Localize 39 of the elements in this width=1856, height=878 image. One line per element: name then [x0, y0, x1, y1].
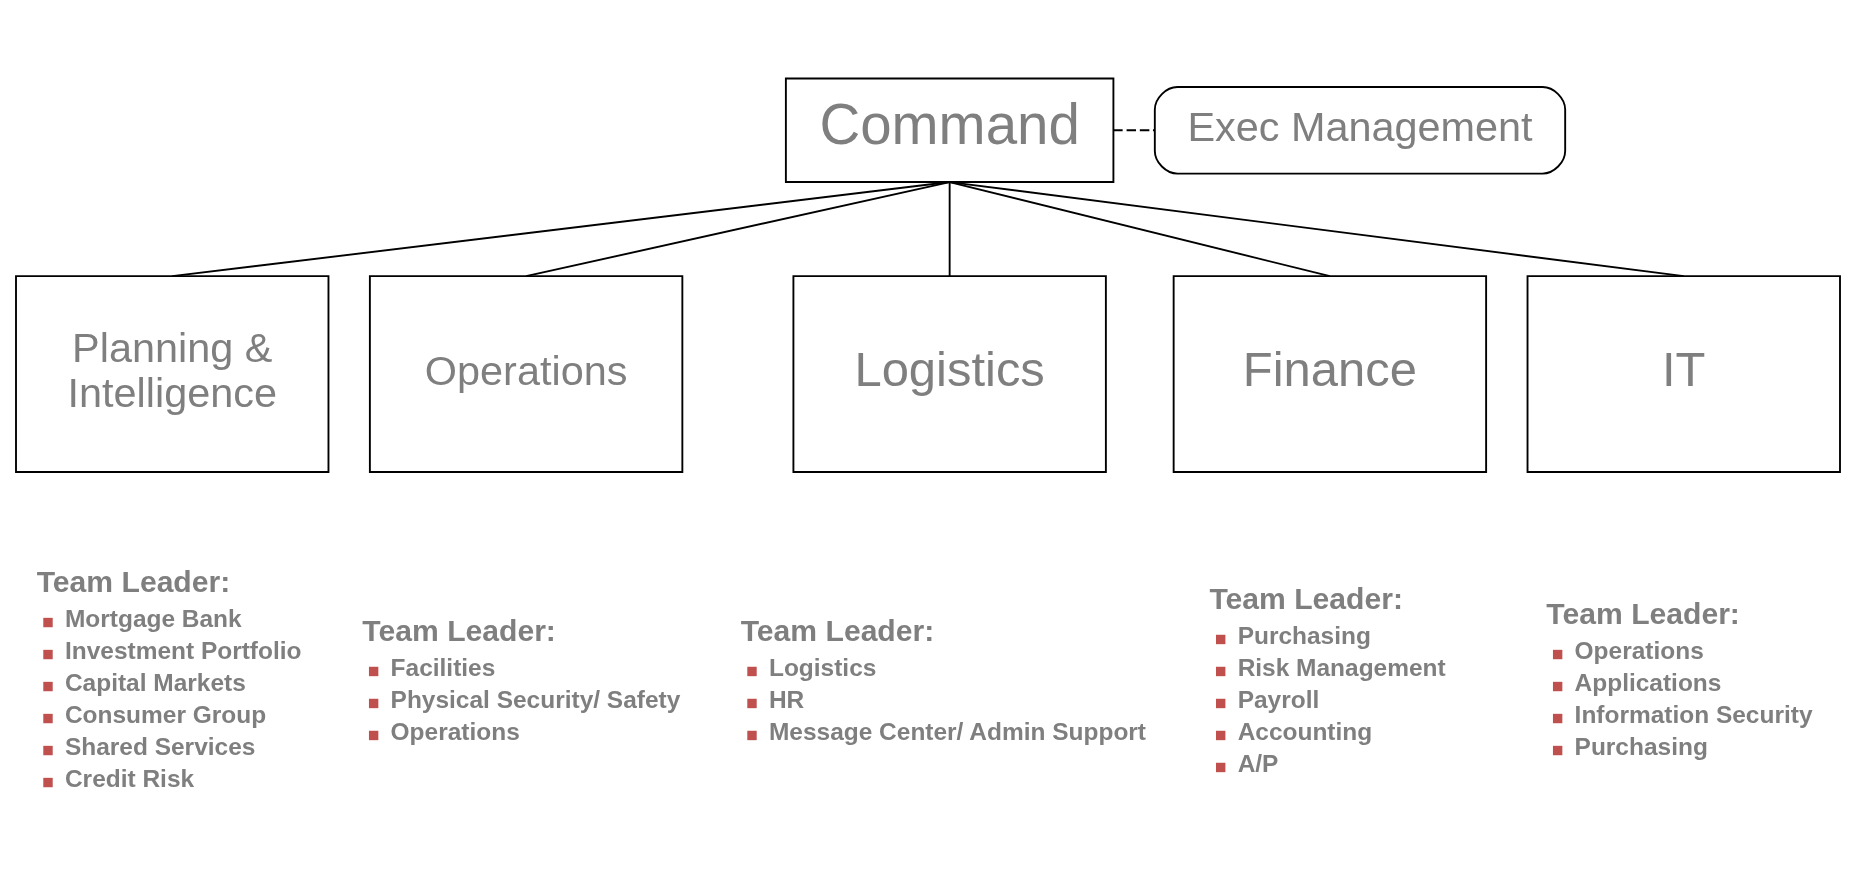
node-label: Information Security — [1574, 701, 1813, 729]
node-box: Command — [784, 77, 1115, 183]
node-box: Planning & Intelligence — [15, 275, 330, 473]
node-label: Team Leader: — [36, 565, 231, 599]
node-label: Capital Markets — [64, 669, 246, 697]
node-label: Message Center/ Admin Support — [768, 717, 1146, 745]
node-label: Team Leader: — [1546, 597, 1740, 631]
node-box: Finance — [1172, 275, 1488, 473]
node-label: Investment Portfolio — [64, 637, 302, 665]
connector — [948, 181, 951, 278]
node-label: Consumer Group — [64, 701, 267, 729]
connector — [948, 181, 1685, 278]
node-label: A/P — [1237, 749, 1279, 777]
node-label: Risk Management — [1237, 653, 1446, 681]
node-label: Facilities — [390, 653, 496, 681]
node-label: Applications — [1574, 669, 1722, 697]
connector — [525, 181, 951, 278]
node-label: Team Leader: — [1209, 581, 1403, 615]
node-label: Operations — [1574, 637, 1704, 665]
node-label: Shared Services — [64, 733, 256, 761]
node-label: Operations — [390, 717, 520, 745]
node-label: Credit Risk — [64, 765, 195, 793]
node-label: Mortgage Bank — [64, 605, 242, 633]
node-label: Purchasing — [1237, 621, 1371, 649]
node-label: Purchasing — [1574, 733, 1708, 761]
connector — [171, 181, 951, 278]
connector — [948, 181, 1331, 278]
node-label: Team Leader: — [740, 613, 935, 647]
node-label: Physical Security/ Safety — [390, 685, 681, 713]
node-label: Team Leader: — [362, 613, 556, 647]
node-label: Accounting — [1237, 717, 1373, 745]
node-box: Logistics — [792, 275, 1107, 473]
node-box: IT — [1526, 275, 1841, 473]
node-label: Logistics — [768, 653, 877, 681]
node-label: HR — [768, 685, 805, 713]
node-box: Operations — [368, 275, 684, 473]
connector — [1112, 129, 1156, 132]
node-box: Exec Management — [1153, 86, 1567, 175]
node-label: Payroll — [1237, 685, 1320, 713]
